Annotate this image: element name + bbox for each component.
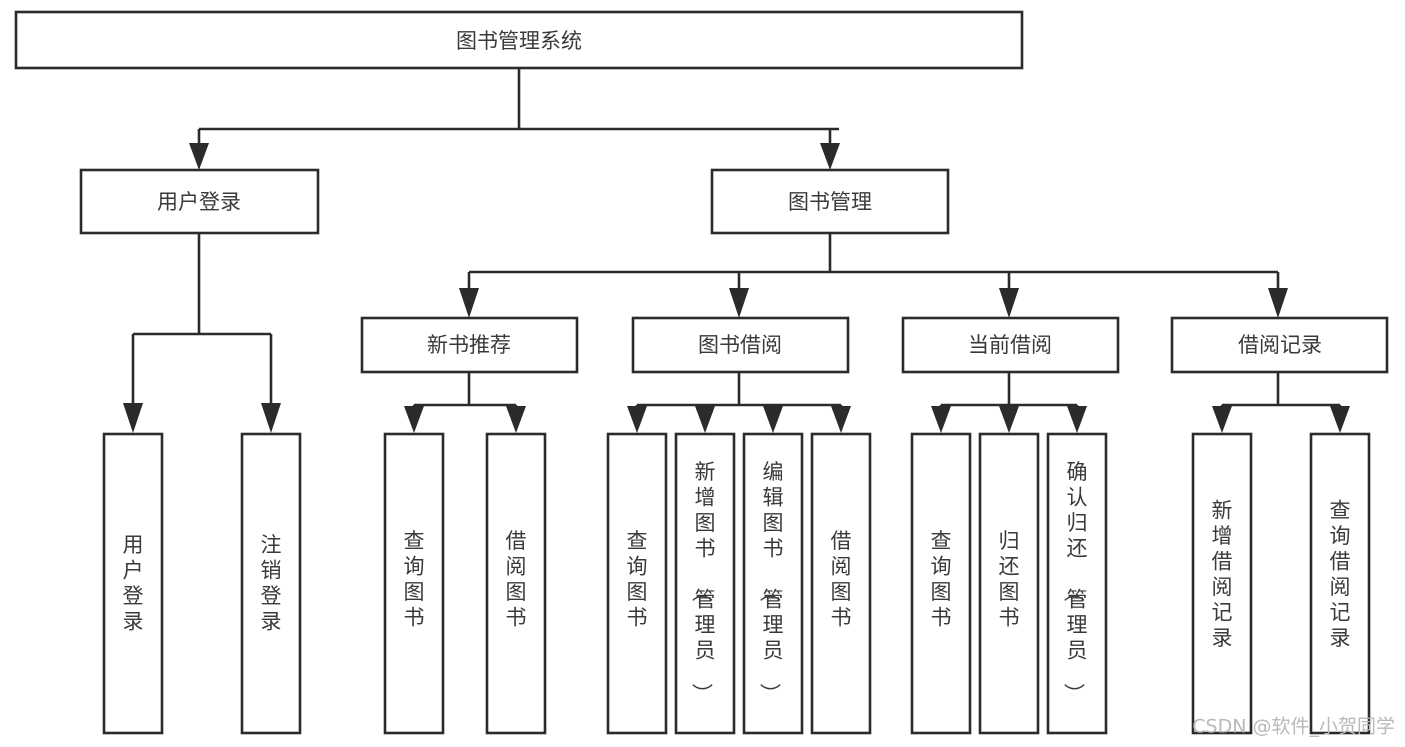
node-leaf-query-record[interactable]: 查询借阅记录: [1309, 432, 1371, 735]
node-borrow-record-box[interactable]: [1170, 316, 1389, 374]
arrow-head-leaf-return-book: [999, 406, 1019, 433]
node-leaf-return-book-box[interactable]: [978, 432, 1040, 735]
node-user-login[interactable]: 用户登录: [79, 168, 320, 235]
arrow-head-leaf-query-book-3: [931, 406, 951, 433]
node-leaf-add-book[interactable]: 新增图书（管理员）: [674, 432, 736, 735]
node-leaf-user-login[interactable]: 用户登录: [102, 432, 164, 735]
node-root-label: 图书管理系统: [456, 29, 582, 53]
node-leaf-edit-book[interactable]: 编辑图书（管理员）: [742, 432, 804, 735]
node-leaf-edit-book-label: 编辑图书（管理员）: [758, 460, 784, 704]
arrow-head-leaf-add-book: [695, 406, 715, 433]
arrow-head-leaf-add-record: [1212, 406, 1232, 433]
node-leaf-query-book-1-box[interactable]: [383, 432, 445, 735]
arrow-head-leaf-confirm-return: [1067, 406, 1087, 433]
node-leaf-query-book-3-label: 查询图书: [931, 529, 952, 630]
node-leaf-borrow-book-1[interactable]: 借阅图书: [485, 432, 547, 735]
node-leaf-query-book-3-box[interactable]: [910, 432, 972, 735]
arrow-head-leaf-user-login: [123, 403, 143, 433]
node-leaf-query-book-1[interactable]: 查询图书: [383, 432, 445, 735]
node-leaf-user-logout-box[interactable]: [240, 432, 302, 735]
node-leaf-query-book-3[interactable]: 查询图书: [910, 432, 972, 735]
node-leaf-query-record-box[interactable]: [1309, 432, 1371, 735]
arrow-head-leaf-borrow-book-1: [506, 406, 526, 433]
node-leaf-user-login-box[interactable]: [102, 432, 164, 735]
node-root[interactable]: 图书管理系统: [14, 10, 1024, 70]
node-leaf-edit-book-box[interactable]: [742, 432, 804, 735]
arrow-head-leaf-query-book-1: [404, 406, 424, 433]
node-new-book-rec-label: 新书推荐: [427, 333, 511, 357]
node-new-book-rec[interactable]: 新书推荐: [360, 316, 579, 374]
node-leaf-add-record[interactable]: 新增借阅记录: [1191, 432, 1253, 735]
node-leaf-query-book-2-box[interactable]: [606, 432, 668, 735]
arrow-head-borrow-record: [1268, 288, 1288, 318]
arrow-head-leaf-edit-book: [763, 406, 783, 433]
node-root-box[interactable]: [14, 10, 1024, 70]
arrow-head-leaf-borrow-book-2: [831, 406, 851, 433]
node-borrow-record-label: 借阅记录: [1238, 333, 1322, 357]
connector-layer: [123, 68, 1350, 433]
node-book-manage-label: 图书管理: [788, 190, 872, 214]
node-leaf-borrow-book-2-label: 借阅图书: [831, 529, 852, 630]
node-leaf-query-record-label: 查询借阅记录: [1330, 498, 1351, 650]
node-book-borrow-box[interactable]: [631, 316, 850, 374]
node-leaf-add-book-box[interactable]: [674, 432, 736, 735]
node-leaf-confirm-return-box[interactable]: [1046, 432, 1108, 735]
node-book-manage[interactable]: 图书管理: [710, 168, 950, 235]
node-leaf-borrow-book-1-box[interactable]: [485, 432, 547, 735]
arrow-head-new-book-rec: [459, 288, 479, 318]
arrow-head-leaf-query-book-2: [627, 406, 647, 433]
node-leaf-confirm-return[interactable]: 确认归还（管理员）: [1046, 432, 1108, 735]
arrow-head-book-manage: [820, 143, 840, 170]
node-leaf-query-book-2-label: 查询图书: [627, 529, 648, 630]
node-current-borrow-box[interactable]: [901, 316, 1120, 374]
node-leaf-borrow-book-1-label: 借阅图书: [506, 529, 527, 630]
arrow-head-current-borrow: [999, 288, 1019, 318]
node-leaf-add-record-box[interactable]: [1191, 432, 1253, 735]
node-leaf-borrow-book-2-box[interactable]: [810, 432, 872, 735]
arrow-head-leaf-user-logout: [261, 403, 281, 433]
node-current-borrow-label: 当前借阅: [968, 333, 1052, 357]
node-book-borrow-label: 图书借阅: [698, 333, 782, 357]
node-user-login-box[interactable]: [79, 168, 320, 235]
arrow-head-leaf-query-record: [1330, 406, 1350, 433]
node-leaf-add-book-label: 新增图书（管理员）: [690, 460, 716, 704]
node-new-book-rec-box[interactable]: [360, 316, 579, 374]
arrow-head-book-borrow: [729, 288, 749, 318]
node-leaf-user-login-label: 用户登录: [123, 533, 144, 634]
node-leaf-user-logout[interactable]: 注销登录: [240, 432, 302, 735]
node-leaf-confirm-return-label: 确认归还（管理员）: [1062, 460, 1088, 704]
node-leaf-return-book-label: 归还图书: [999, 529, 1020, 630]
node-leaf-borrow-book-2[interactable]: 借阅图书: [810, 432, 872, 735]
node-leaf-query-book-1-label: 查询图书: [404, 529, 425, 630]
node-book-manage-box[interactable]: [710, 168, 950, 235]
node-user-login-label: 用户登录: [157, 190, 241, 214]
node-book-borrow[interactable]: 图书借阅: [631, 316, 850, 374]
arrow-head-user-login: [189, 143, 209, 170]
node-borrow-record[interactable]: 借阅记录: [1170, 316, 1389, 374]
node-leaf-return-book[interactable]: 归还图书: [978, 432, 1040, 735]
node-leaf-user-logout-label: 注销登录: [261, 533, 282, 634]
node-leaf-add-record-label: 新增借阅记录: [1212, 498, 1233, 650]
node-leaf-query-book-2[interactable]: 查询图书: [606, 432, 668, 735]
node-current-borrow[interactable]: 当前借阅: [901, 316, 1120, 374]
csdn-watermark: CSDN @软件_小贺同学: [1192, 716, 1395, 738]
